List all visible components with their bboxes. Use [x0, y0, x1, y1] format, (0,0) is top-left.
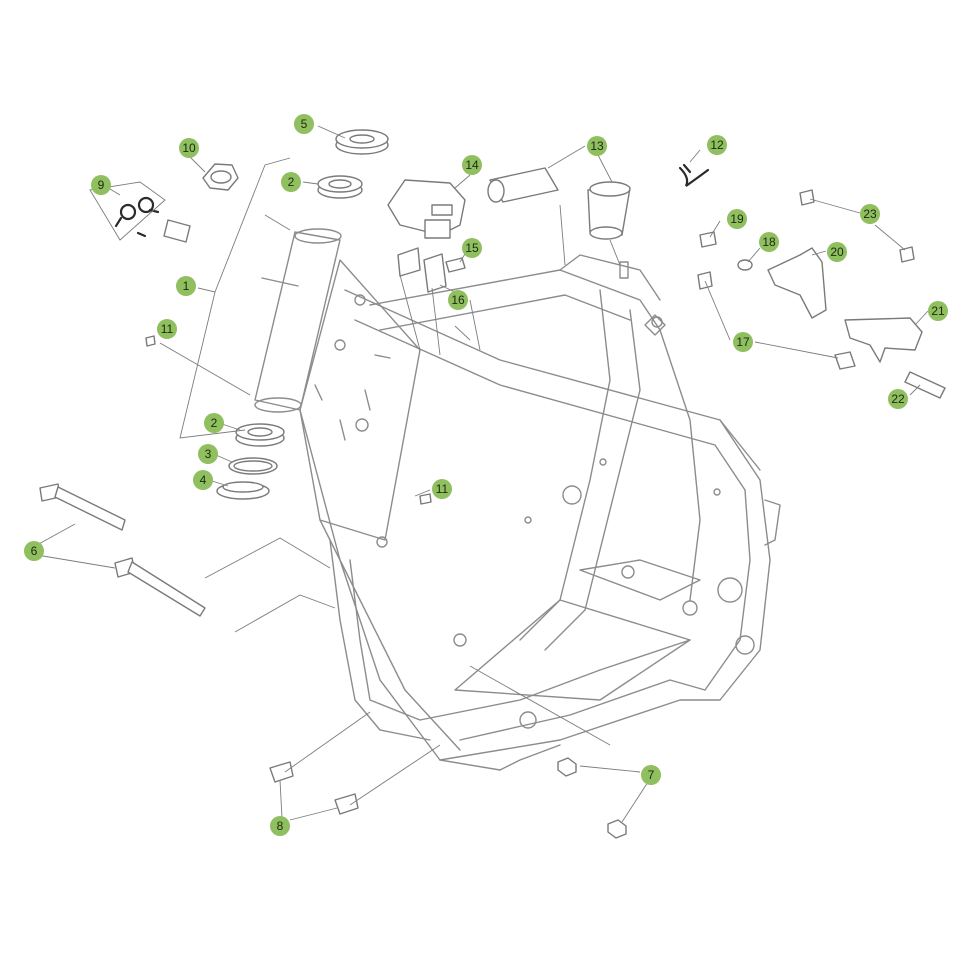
callout-2-top: 2	[281, 172, 301, 192]
bushings-13	[487, 167, 631, 240]
svg-text:20: 20	[830, 245, 844, 259]
svg-text:23: 23	[863, 207, 877, 221]
svg-text:6: 6	[31, 544, 38, 558]
callout-4: 4	[193, 470, 213, 490]
callout-23: 23	[860, 204, 880, 224]
svg-text:13: 13	[590, 139, 604, 153]
svg-text:3: 3	[205, 447, 212, 461]
ignition-clamp-10	[202, 163, 239, 191]
svg-text:14: 14	[465, 158, 479, 172]
svg-text:7: 7	[648, 768, 655, 782]
ring-3	[228, 457, 278, 475]
callout-7: 7	[641, 765, 661, 785]
callout-6: 6	[24, 541, 44, 561]
bolt-6-lower	[114, 557, 206, 617]
callout-9: 9	[91, 175, 111, 195]
callout-5: 5	[294, 114, 314, 134]
callout-14: 14	[462, 155, 482, 175]
svg-text:12: 12	[710, 138, 724, 152]
bearing-bottom	[235, 423, 285, 447]
svg-text:1: 1	[183, 279, 190, 293]
svg-text:19: 19	[730, 212, 744, 226]
callout-2-bottom: 2	[204, 413, 224, 433]
svg-text:10: 10	[182, 141, 196, 155]
callout-15: 15	[462, 238, 482, 258]
callout-11-bottom: 11	[432, 479, 452, 499]
callout-20: 20	[827, 242, 847, 262]
pads-15-16	[397, 247, 466, 293]
seal-4	[216, 481, 270, 500]
clips-8	[269, 761, 359, 815]
screws-11	[145, 335, 432, 505]
callout-1: 1	[176, 276, 196, 296]
callout-19: 19	[727, 209, 747, 229]
callout-18: 18	[759, 232, 779, 252]
svg-text:22: 22	[891, 392, 905, 406]
nuts-7	[557, 757, 627, 839]
callout-17: 17	[733, 332, 753, 352]
svg-text:15: 15	[465, 241, 479, 255]
svg-text:18: 18	[762, 235, 776, 249]
callout-3: 3	[198, 444, 218, 464]
svg-text:17: 17	[736, 335, 750, 349]
key-set-9	[89, 181, 191, 243]
callout-21: 21	[928, 301, 948, 321]
svg-text:11: 11	[161, 322, 174, 336]
svg-text:11: 11	[436, 482, 449, 496]
svg-text:2: 2	[211, 416, 218, 430]
callout-16: 16	[448, 290, 468, 310]
svg-text:8: 8	[277, 819, 284, 833]
callout-12: 12	[707, 135, 727, 155]
clip-12	[678, 163, 710, 187]
brackets-17-23	[697, 189, 946, 399]
callout-11-top: 11	[157, 319, 177, 339]
seal-top	[335, 129, 389, 155]
callout-13: 13	[587, 136, 607, 156]
svg-text:16: 16	[451, 293, 465, 307]
bolt-6-upper	[39, 483, 126, 531]
callout-10: 10	[179, 138, 199, 158]
callout-22: 22	[888, 389, 908, 409]
motorcycle-frame	[254, 228, 781, 771]
svg-text:9: 9	[98, 178, 105, 192]
air-box-14	[387, 179, 466, 239]
svg-text:5: 5	[301, 117, 308, 131]
svg-text:21: 21	[931, 304, 945, 318]
leader-lines	[36, 125, 929, 823]
svg-text:2: 2	[288, 175, 295, 189]
callout-8: 8	[270, 816, 290, 836]
svg-text:4: 4	[200, 473, 207, 487]
bearing-top	[317, 175, 363, 199]
